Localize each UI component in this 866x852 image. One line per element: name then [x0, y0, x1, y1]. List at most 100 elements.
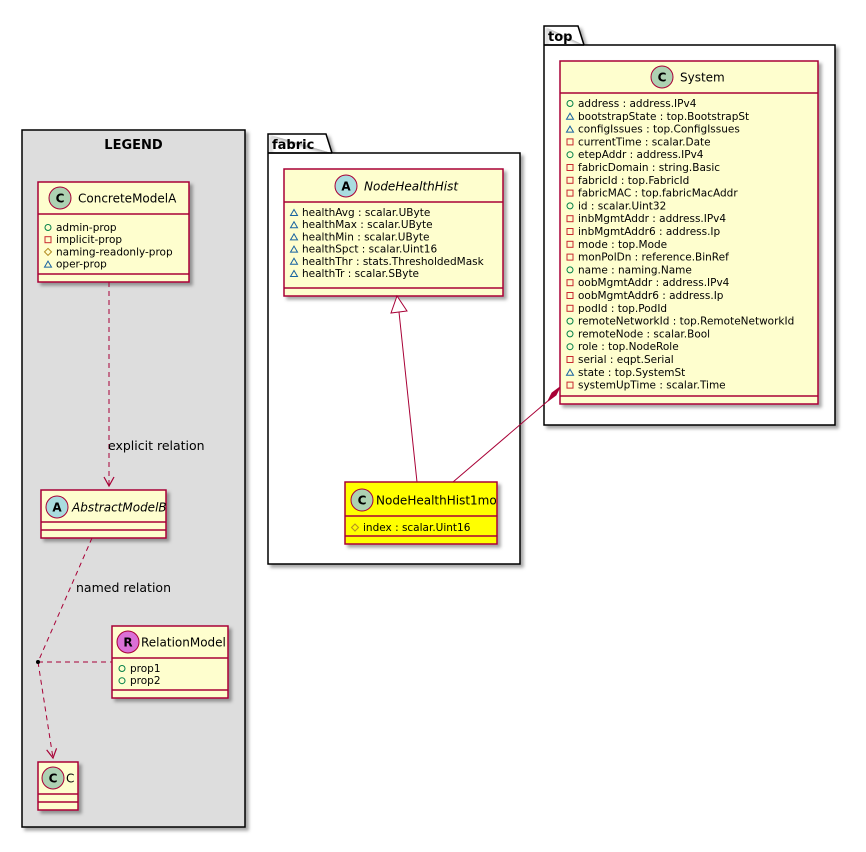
package-visibility-icon	[289, 257, 299, 265]
relation-junction	[36, 660, 40, 664]
named-relation-label: named relation	[76, 580, 171, 595]
fabric-package-title: fabric	[272, 138, 314, 153]
public-visibility-icon	[44, 224, 52, 231]
class-name: System	[680, 71, 725, 85]
attribute-text: healthAvg : scalar.UByte	[302, 207, 430, 219]
public-visibility-icon	[566, 317, 574, 325]
attribute-text: index : scalar.Uint16	[363, 522, 471, 534]
public-visibility-icon	[566, 100, 574, 107]
class-abstract-model-b[interactable]: A AbstractModelB	[40, 489, 167, 539]
relation-badge-icon	[116, 630, 140, 654]
attribute-text: bootstrapState : top.BootstrapSt	[578, 111, 749, 123]
attribute-text: inbMgmtAddr : address.IPv4	[578, 213, 726, 225]
class-name: NodeHealthHist1mo	[376, 494, 497, 508]
class-concrete-model-a[interactable]: C ConcreteModelA admin-propimplicit-prop…	[37, 181, 190, 283]
class-name: AbstractModelB	[71, 501, 167, 515]
explicit-relation-label: explicit relation	[108, 438, 205, 453]
class-name: C	[66, 772, 74, 786]
legend-title: LEGEND	[104, 138, 163, 153]
attribute-text: oobMgmtAddr : address.IPv4	[578, 277, 730, 289]
private-visibility-icon	[566, 253, 574, 261]
badge-letter: C	[56, 192, 65, 206]
badge-letter: A	[341, 180, 351, 194]
package-visibility-icon	[289, 245, 299, 253]
class-c[interactable]: C C	[37, 761, 79, 811]
attribute-list: admin-propimplicit-propnaming-readonly-p…	[43, 222, 173, 271]
private-visibility-icon	[566, 381, 574, 389]
class-name: NodeHealthHist	[364, 180, 459, 194]
attribute-text: etepAddr : address.IPv4	[578, 149, 704, 161]
attribute-text: role : top.NodeRole	[578, 341, 679, 353]
public-visibility-icon	[118, 665, 126, 672]
package-visibility-icon	[289, 208, 299, 216]
named-relation: named relation	[36, 537, 171, 760]
private-visibility-icon	[566, 215, 574, 223]
abstract-badge-icon	[45, 495, 69, 519]
badge-letter: A	[52, 501, 62, 515]
attribute-text: prop2	[130, 675, 161, 687]
private-visibility-icon	[44, 236, 52, 244]
package-visibility-icon	[289, 232, 299, 241]
private-visibility-icon	[566, 228, 574, 235]
attribute-text: inbMgmtAddr6 : address.Ip	[578, 226, 721, 238]
attribute-text: serial : eqpt.Serial	[578, 354, 674, 366]
class-badge-icon	[650, 65, 674, 89]
composition-relation	[452, 386, 561, 483]
explicit-relation: explicit relation	[103, 282, 205, 488]
class-name: ConcreteModelA	[78, 192, 177, 206]
private-visibility-icon	[566, 164, 574, 171]
public-visibility-icon	[566, 266, 574, 274]
package-visibility-icon	[43, 260, 53, 268]
abstract-badge-icon	[334, 174, 358, 198]
class-system[interactable]: C System address : address.IPv4bootstrap…	[559, 60, 819, 405]
public-visibility-icon	[566, 330, 574, 338]
package-visibility-icon	[565, 112, 575, 120]
badge-letter: C	[658, 71, 667, 85]
public-visibility-icon	[566, 343, 574, 351]
attribute-text: oper-prop	[56, 259, 107, 271]
composition-diamond-icon	[547, 386, 561, 402]
private-visibility-icon	[566, 356, 574, 363]
attribute-text: fabricMAC : top.fabricMacAddr	[578, 188, 738, 200]
private-visibility-icon	[566, 189, 574, 197]
attribute-text: healthMin : scalar.UByte	[302, 231, 429, 243]
private-visibility-icon	[566, 240, 574, 248]
attribute-text: id : scalar.Uint32	[578, 200, 666, 212]
attribute-text: fabricDomain : string.Basic	[578, 162, 720, 174]
public-visibility-icon	[118, 677, 126, 685]
attribute-text: address : address.IPv4	[578, 98, 697, 110]
private-visibility-icon	[566, 279, 574, 287]
class-badge-icon	[41, 766, 65, 790]
class-node-health-hist-1mo[interactable]: C NodeHealthHist1mo index : scalar.Uint1…	[344, 481, 498, 545]
attribute-text: monPolDn : reference.BinRef	[578, 252, 729, 264]
attribute-text: healthMax : scalar.UByte	[302, 219, 433, 231]
badge-letter: C	[358, 494, 367, 508]
class-name: RelationModel	[141, 636, 226, 650]
badge-letter: C	[49, 772, 58, 786]
attribute-text: healthThr : stats.ThresholdedMask	[302, 256, 485, 268]
attribute-text: prop1	[130, 663, 161, 675]
attribute-text: healthTr : scalar.SByte	[302, 268, 419, 280]
badge-letter: R	[123, 636, 132, 650]
protected-visibility-icon	[43, 247, 53, 257]
class-badge-icon	[48, 186, 72, 210]
attribute-text: systemUpTime : scalar.Time	[578, 380, 726, 392]
top-package-title: top	[548, 30, 572, 45]
public-visibility-icon	[566, 202, 574, 210]
class-badge-icon	[350, 488, 374, 512]
private-visibility-icon	[566, 304, 574, 312]
attribute-text: name : naming.Name	[578, 264, 692, 276]
package-visibility-icon	[565, 368, 575, 376]
attribute-text: mode : top.Mode	[578, 239, 667, 251]
public-visibility-icon	[566, 151, 574, 159]
private-visibility-icon	[566, 138, 574, 146]
attribute-text: remoteNode : scalar.Bool	[578, 328, 710, 340]
attribute-text: podId : top.PodId	[578, 303, 667, 315]
class-node-health-hist[interactable]: A NodeHealthHist healthAvg : scalar.UByt…	[283, 168, 504, 297]
attribute-text: currentTime : scalar.Date	[578, 136, 711, 148]
attribute-text: implicit-prop	[56, 234, 122, 246]
